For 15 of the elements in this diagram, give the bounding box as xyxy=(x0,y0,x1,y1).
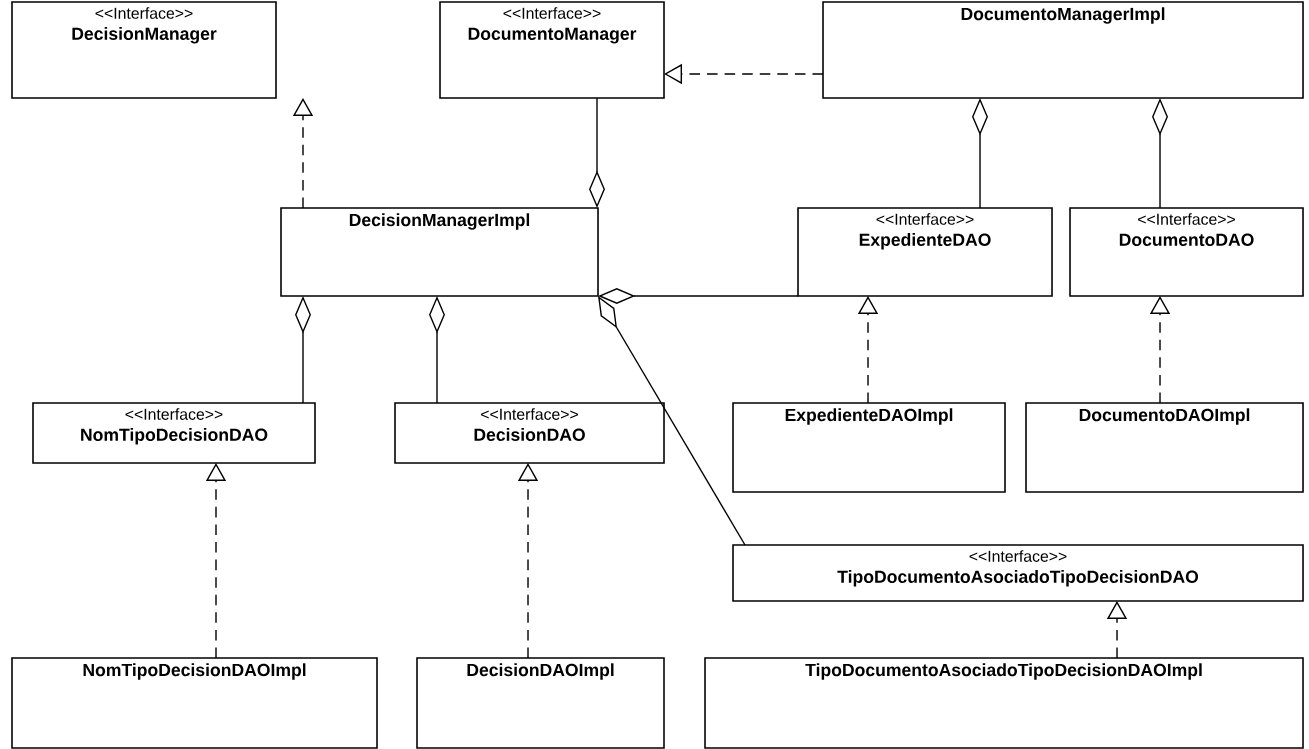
class-box: TipoDocumentoAsociadoTipoDecisionDAOImpl xyxy=(704,657,1304,749)
class-box: <<Interface>> DecisionDAO xyxy=(394,402,665,464)
aggregation-connector xyxy=(598,296,746,546)
class-box: ExpedienteDAOImpl xyxy=(732,402,1006,493)
class-box: DocumentoDAOImpl xyxy=(1025,402,1304,493)
class-box: DocumentoManagerImpl xyxy=(822,1,1304,99)
class-box: <<Interface>> DocumentoDAO xyxy=(1069,207,1304,297)
class-box: NomTipoDecisionDAOImpl xyxy=(11,657,378,749)
class-box: <<Interface>> TipoDocumentoAsociadoTipoDecisionDAO xyxy=(732,544,1304,602)
class-box: <<Interface>> DecisionManager xyxy=(11,1,277,99)
class-box: <<Interface>> NomTipoDecisionDAO xyxy=(32,402,316,464)
class-box: <<Interface>> DocumentoManager xyxy=(439,1,665,99)
class-box: DecisionDAOImpl xyxy=(416,657,665,749)
class-box: DecisionManagerImpl xyxy=(280,207,599,297)
class-box: <<Interface>> ExpedienteDAO xyxy=(797,207,1053,297)
